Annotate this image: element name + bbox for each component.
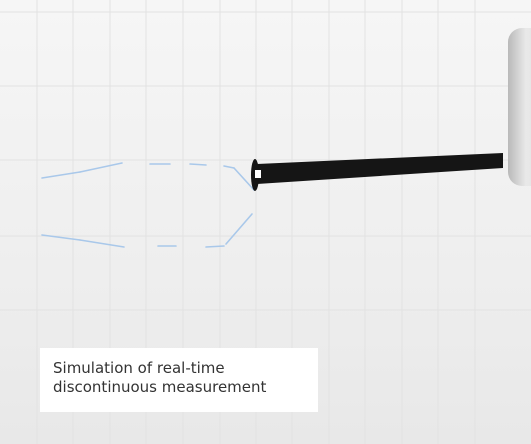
- probe-tip-highlight: [255, 170, 261, 178]
- caption-line-2: discontinuous measurement: [53, 378, 267, 396]
- probe-shaft: [257, 153, 503, 184]
- caption-box: Simulation of real-time discontinuous me…: [40, 348, 318, 412]
- measurement-trace: [41, 162, 255, 248]
- probe-body: [508, 28, 531, 186]
- caption-line-1: Simulation of real-time: [53, 359, 225, 377]
